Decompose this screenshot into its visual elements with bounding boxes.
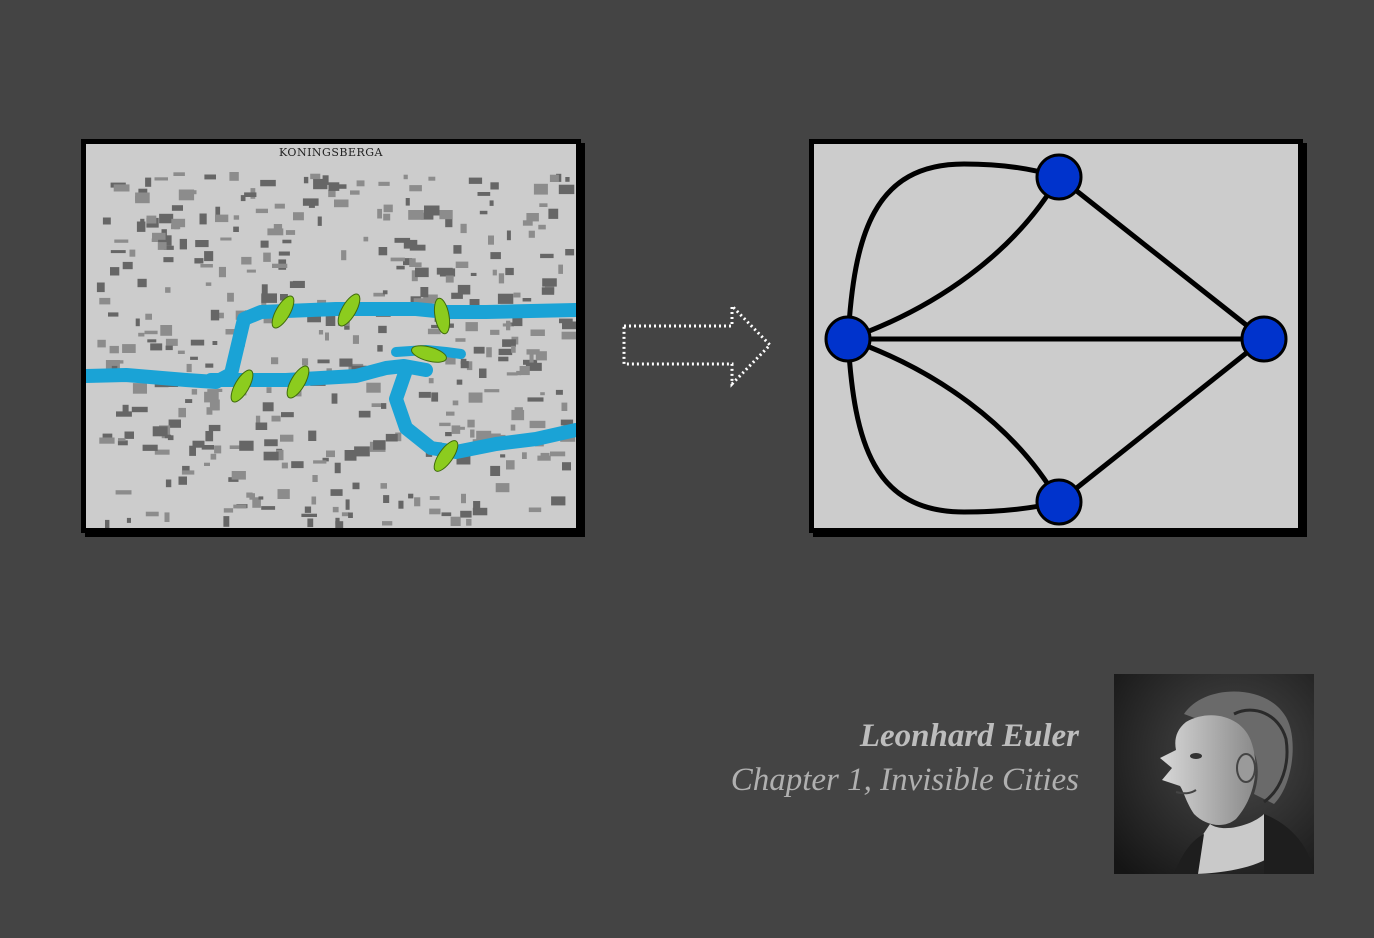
edge-A-C-3 xyxy=(1057,175,1266,341)
graph-node-c xyxy=(1240,315,1288,363)
euler-portrait xyxy=(1114,674,1314,874)
graph-node-b xyxy=(824,315,872,363)
bridge-4 xyxy=(411,345,447,363)
chapter-subtitle: Chapter 1, Invisible Cities xyxy=(730,762,1079,798)
author-name: Leonhard Euler xyxy=(859,718,1079,754)
edge-B-D-5 xyxy=(847,336,1062,504)
bridge-3 xyxy=(433,297,451,335)
graph-diagram xyxy=(824,153,1288,526)
map-title: KONINGSBERGA xyxy=(279,146,383,159)
bridge-2 xyxy=(337,293,361,327)
edge-B-D-6 xyxy=(845,338,1060,515)
bridge-6 xyxy=(286,365,310,399)
graph-edges xyxy=(845,161,1266,515)
transform-arrow-icon xyxy=(622,302,773,388)
map-illustration xyxy=(86,172,576,528)
bridges xyxy=(230,293,459,472)
edge-D-C-7 xyxy=(1057,337,1266,504)
portrait-image xyxy=(1114,674,1314,874)
city-blocks xyxy=(96,172,576,528)
graph-node-d xyxy=(1035,478,1083,526)
konigsberg-map: KONINGSBERGA xyxy=(81,139,581,533)
graph-nodes xyxy=(824,153,1288,526)
bridge-1 xyxy=(271,295,295,329)
konigsberg-graph xyxy=(809,139,1303,533)
graph-node-a xyxy=(1035,153,1083,201)
edge-B-A-2 xyxy=(847,175,1062,342)
bridge-7 xyxy=(433,440,459,472)
caption: Leonhard Euler Chapter 1, Invisible Citi… xyxy=(731,716,1079,804)
edge-B-A-1 xyxy=(845,161,1060,340)
bridge-5 xyxy=(230,369,254,403)
